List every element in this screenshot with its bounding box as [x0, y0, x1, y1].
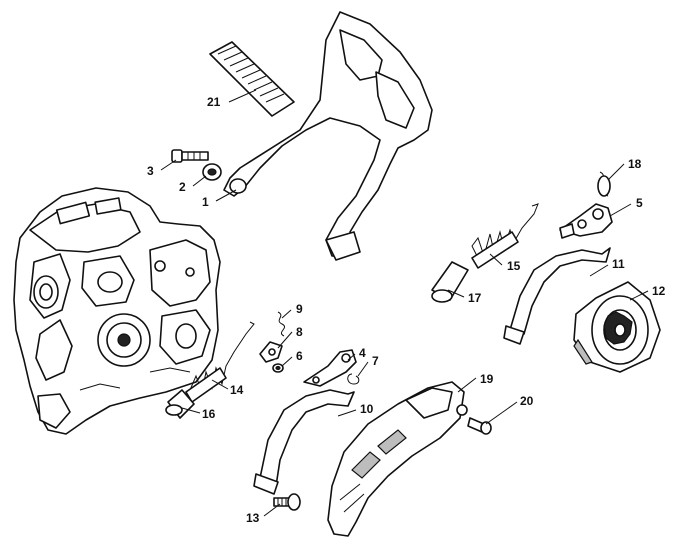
callout-19: 19	[480, 372, 494, 386]
lever-8	[259, 341, 283, 363]
callout-11: 11	[612, 257, 625, 271]
callout-2: 2	[179, 180, 186, 194]
callout-5: 5	[636, 196, 643, 210]
callout-20: 20	[520, 394, 534, 408]
washer-6	[272, 363, 284, 373]
clutch-drum-12	[573, 281, 661, 373]
screw-13	[273, 493, 301, 511]
callout-18: 18	[628, 157, 642, 171]
callout-16: 16	[202, 407, 216, 421]
spring-15	[471, 203, 539, 269]
callout-12: 12	[652, 284, 666, 298]
brake-band-10	[253, 389, 355, 495]
screw-20	[467, 417, 492, 435]
callout-4: 4	[359, 346, 366, 360]
callout-13: 13	[246, 511, 260, 525]
sleeve-16	[165, 389, 195, 419]
callout-7: 7	[372, 354, 379, 368]
cover-19	[327, 381, 468, 537]
callout-6: 6	[296, 349, 303, 363]
bolt-3	[171, 149, 209, 163]
lever-5	[559, 203, 613, 239]
callout-14: 14	[230, 383, 244, 397]
callout-17: 17	[468, 291, 482, 305]
callout-9: 9	[296, 302, 303, 316]
grip-pad	[209, 41, 295, 117]
callout-10: 10	[360, 402, 374, 416]
sleeve-17	[431, 261, 469, 303]
brake-band-11	[503, 247, 611, 345]
leader-lines	[160, 89, 649, 517]
callout-21: 21	[207, 95, 221, 109]
engine-housing	[13, 187, 221, 435]
callout-15: 15	[507, 259, 521, 273]
callout-labels: 1 2 3 4 5 6 7 8 9 10 11 12 13 14 15 16 1…	[147, 95, 666, 525]
callout-8: 8	[296, 325, 303, 339]
hand-guard	[223, 11, 433, 261]
clip-7	[347, 373, 360, 385]
spring-9	[277, 311, 286, 337]
bushing-2	[202, 163, 222, 181]
callout-3: 3	[147, 164, 154, 178]
callout-1: 1	[202, 195, 209, 209]
spring-18	[597, 171, 611, 197]
